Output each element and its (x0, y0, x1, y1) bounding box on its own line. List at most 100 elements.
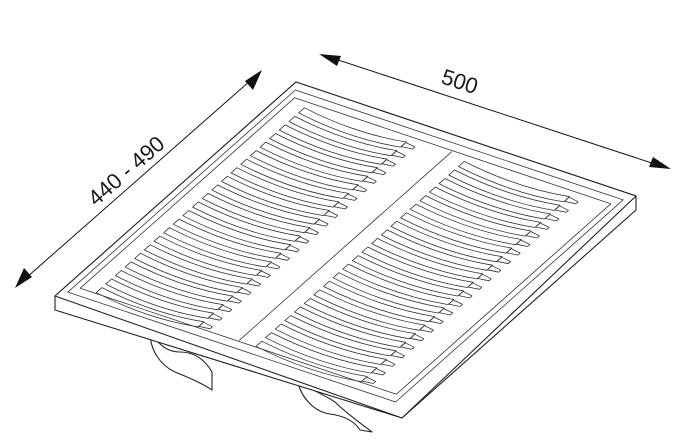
back-slot-ridge (144, 244, 253, 285)
front-slot-tab (564, 196, 579, 205)
front-slot-tab (554, 205, 569, 213)
depth-arrow-end (245, 70, 262, 90)
front-slot-ridge (438, 178, 551, 220)
front-slot-tab (400, 342, 415, 350)
back-slot-tab (371, 167, 387, 176)
front-slot-tab (477, 273, 492, 282)
front-slot-ridge (361, 246, 474, 288)
back-slot-tab (381, 159, 397, 167)
width-arrow-start (319, 54, 341, 66)
back-slot-ridge (201, 193, 311, 234)
front-slot-ridge (332, 272, 445, 314)
back-slot-tab (207, 313, 223, 321)
back-slot-ridge (163, 227, 272, 268)
back-slot-tab (362, 176, 377, 184)
tray-inner-wall (79, 97, 612, 395)
front-slot-ridge (448, 169, 561, 211)
back-slot-ridge (250, 150, 359, 191)
back-slot-tab (294, 236, 310, 244)
depth-arrow-start (15, 268, 32, 288)
back-slot-tab (236, 287, 252, 295)
back-slot-tab (400, 142, 416, 150)
back-slot-ridge (288, 116, 398, 157)
front-slot-tab (371, 367, 386, 376)
back-slot-tab (304, 227, 319, 236)
tray-outer-rim (54, 81, 637, 419)
front-slot-ridge (294, 306, 407, 348)
back-slot-ridge (211, 184, 320, 225)
back-slot-ridge (221, 175, 330, 216)
back-slot-tab (256, 270, 271, 278)
back-slot-ridge (105, 278, 214, 319)
back-slot-tab (217, 304, 233, 313)
center-divider (239, 151, 452, 341)
front-slot-tab (506, 248, 521, 256)
back-slot-tab (391, 150, 406, 159)
front-slot-ridge (390, 220, 503, 263)
back-slot-ridge (115, 270, 224, 311)
front-slot-ridge (274, 323, 387, 365)
back-slot-ridge (134, 252, 243, 294)
front-slot-ridge (371, 238, 484, 280)
front-slot-tab (448, 299, 463, 307)
front-slot-ridge (400, 212, 513, 254)
width-label: 500 (438, 64, 481, 99)
front-slot-ridge (458, 161, 570, 203)
back-slot-ridge (259, 141, 369, 182)
back-slot-ridge (240, 158, 349, 199)
left-support-foot (149, 317, 213, 391)
depth-label: 440 - 490 (83, 131, 170, 211)
back-slot-tab (227, 296, 242, 304)
front-slot-ridge (342, 263, 455, 305)
front-slot-tab (457, 290, 473, 299)
front-slot-tab (361, 376, 377, 384)
front-slot-ridge (265, 332, 378, 374)
front-slot-tab (496, 256, 512, 265)
front-slot-tab (390, 350, 405, 359)
back-slot-ridge (172, 218, 282, 259)
back-slot-ridge (124, 261, 234, 302)
front-slot-ridge (303, 298, 416, 340)
front-slot-ridge (409, 203, 522, 246)
front-slot-tab (535, 222, 550, 230)
back-slot-tab (198, 321, 213, 330)
front-slot-tab (428, 316, 444, 325)
front-slot-tab (525, 231, 540, 239)
tray (54, 81, 637, 433)
depth-dimension-line (17, 72, 260, 286)
back-slot-tab (333, 201, 348, 210)
back-slot-tab (323, 210, 339, 218)
front-support-foot (296, 377, 373, 433)
back-slot-tab (285, 244, 300, 253)
back-slot-tab (246, 279, 262, 287)
back-slot-tab (313, 219, 329, 227)
front-slot-ridge (380, 229, 493, 271)
front-slot-tab (467, 282, 483, 290)
back-slot-ridge (153, 235, 263, 276)
width-dimension-line (322, 54, 668, 169)
tray-inner-rim (67, 89, 624, 403)
front-slot-tab (419, 325, 434, 333)
front-slot-tab (409, 333, 425, 342)
front-slot-tab (438, 308, 454, 316)
front-slot-tab (486, 265, 502, 273)
front-slot-ridge (352, 255, 464, 297)
front-slot-ridge (255, 340, 368, 382)
back-slot-ridge (269, 133, 378, 174)
back-slot-tab (265, 261, 281, 270)
back-slot-ridge (192, 201, 301, 242)
front-slot-tab (515, 239, 531, 247)
back-slot-ridge (278, 124, 388, 165)
front-slot-ridge (429, 186, 542, 228)
width-arrow-end (649, 157, 671, 169)
front-slot-ridge (323, 280, 435, 323)
front-slot-tab (544, 213, 560, 222)
front-slot-ridge (419, 195, 532, 237)
front-slot-ridge (313, 289, 426, 331)
back-slot-ridge (182, 210, 292, 251)
back-slot-tab (342, 193, 358, 201)
back-slot-tab (275, 253, 290, 261)
back-slot-ridge (298, 107, 407, 148)
front-slot-ridge (284, 315, 397, 357)
